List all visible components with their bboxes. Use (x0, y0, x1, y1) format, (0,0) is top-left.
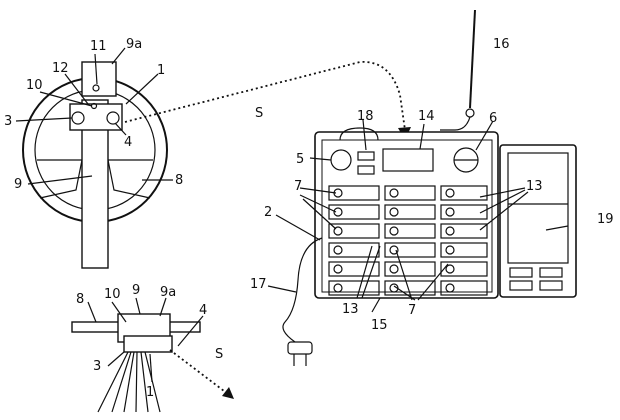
label-9-top: 9 (14, 177, 22, 192)
remote-unit-19 (499, 144, 577, 298)
switch-col-3 (440, 185, 488, 296)
remote-outer (499, 144, 577, 298)
holder-screw (92, 84, 100, 92)
label-8-top: 8 (175, 173, 183, 188)
label-S-top: S (255, 106, 263, 121)
power-cable (282, 237, 323, 343)
remote-key-3 (509, 280, 533, 291)
label-17: 17 (250, 277, 267, 292)
holder-9a (81, 61, 117, 97)
label-13-upper: 13 (526, 179, 543, 194)
label-9-bottom: 9 (132, 283, 140, 298)
label-13-lower: 13 (342, 302, 359, 317)
label-14: 14 (418, 109, 435, 124)
label-4-bottom: 4 (199, 303, 207, 318)
antenna (469, 9, 476, 109)
label-6: 6 (489, 111, 497, 126)
button-18-bottom (357, 165, 375, 175)
remote-key-2 (539, 267, 563, 278)
remote-key-4 (539, 280, 563, 291)
label-8-bottom: 8 (76, 292, 84, 307)
base-unit (282, 9, 499, 366)
leader-lines (15, 47, 569, 383)
label-18: 18 (357, 109, 374, 124)
label-S-bottom: S (215, 347, 223, 362)
reference-labels: 11 9a 12 1 10 3 4 9 8 S 16 18 14 6 5 7 1… (4, 37, 614, 400)
label-3-bottom: 3 (93, 359, 101, 374)
switch-grid (328, 185, 488, 296)
label-2: 2 (264, 205, 272, 220)
label-1-top: 1 (157, 63, 165, 78)
label-3-top: 3 (4, 114, 12, 129)
remote-key-1 (509, 267, 533, 278)
transmitter-4-icon (106, 111, 120, 125)
base-housing-outer (314, 131, 499, 299)
steering-wheel-side-view (71, 313, 234, 413)
signal-lower-arrowhead (222, 387, 234, 399)
label-19: 19 (597, 212, 614, 227)
button-18-top (357, 151, 375, 161)
label-1-bottom: 1 (146, 385, 154, 400)
label-10-bottom: 10 (104, 287, 121, 302)
label-10-top: 10 (26, 78, 43, 93)
switch-col-1 (328, 185, 380, 296)
label-12: 12 (52, 61, 69, 76)
wheel-spoke-left (37, 159, 83, 199)
switch-col-2 (384, 185, 436, 296)
label-11: 11 (90, 39, 107, 54)
detection-rays (97, 351, 161, 413)
label-7-lower: 7 (408, 303, 416, 318)
display-14 (382, 148, 434, 172)
antenna-connector-icon (465, 108, 475, 118)
top-cable-loop (339, 127, 379, 141)
steering-wheel-front-view (22, 61, 168, 269)
wheel-spoke-right (107, 159, 153, 199)
label-4-top: 4 (124, 135, 132, 150)
label-9a-bottom: 9a (160, 285, 176, 300)
label-9a-top: 9a (126, 37, 142, 52)
label-7-upper: 7 (294, 179, 302, 194)
label-5: 5 (296, 152, 304, 167)
signal-path-lower (169, 349, 229, 395)
label-15: 15 (371, 318, 388, 333)
device-side (123, 335, 173, 353)
power-plug (287, 341, 313, 355)
antenna-lead (440, 116, 471, 131)
label-16: 16 (493, 37, 510, 52)
